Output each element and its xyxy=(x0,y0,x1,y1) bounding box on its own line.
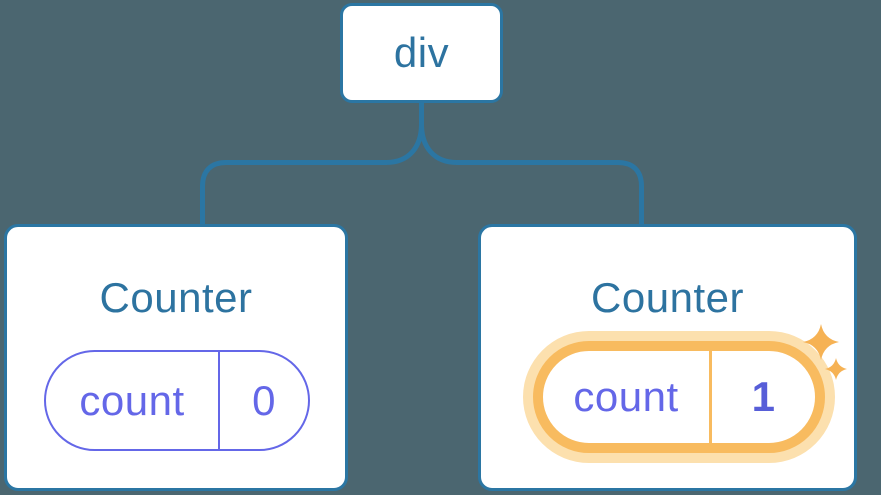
state-pill-value-segment: 1 xyxy=(712,351,815,443)
connector-left-branch xyxy=(200,100,424,225)
state-label: count xyxy=(573,373,679,420)
pill-divider xyxy=(709,351,712,443)
tree-root-node: div xyxy=(340,3,503,103)
counter-card-left: Counter count 0 xyxy=(4,224,348,491)
counter-title: Counter xyxy=(99,274,253,321)
root-node-label: div xyxy=(393,29,450,76)
counter-title: Counter xyxy=(591,274,744,321)
state-pill-label-segment: count xyxy=(46,352,218,449)
sparkle-star-small xyxy=(825,358,847,380)
state-value: 1 xyxy=(751,373,776,420)
state-pill-highlighted: count 1 xyxy=(533,341,825,453)
state-label: count xyxy=(79,376,185,424)
state-pill-value-segment: 0 xyxy=(220,352,308,449)
state-pill: count 0 xyxy=(44,350,310,451)
counter-card-right: Counter count 1 xyxy=(478,224,857,491)
connector-right-branch xyxy=(419,100,644,225)
state-value: 0 xyxy=(252,376,276,424)
pill-divider xyxy=(218,352,220,449)
state-pill-label-segment: count xyxy=(543,351,709,443)
